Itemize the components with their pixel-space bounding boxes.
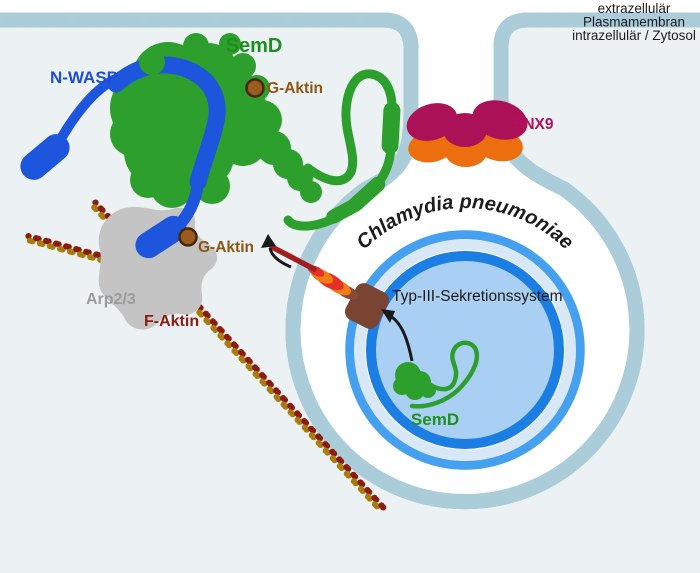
secretion-arrow-head [261,234,276,248]
t3ss-label: Typ-III-Sekretionssystem [392,288,563,305]
g-actin-upper-label: G-Aktin [267,80,323,97]
f-actin-label: F-Aktin [144,313,199,330]
extracellular-label: extrazellulär [598,1,671,16]
bacterium-periplasm [354,239,576,461]
semd-domain-pill-1 [381,102,401,154]
plasma-membrane-label: Plasmamembran [583,15,685,30]
nwasp-vca-pill [135,215,187,259]
transport-arrow-head [381,309,395,323]
transport-arrow-shaft [391,315,414,362]
bacterium-outer-membrane [345,230,585,470]
semd-overlap-lobe [139,49,165,75]
nwasp-label: N-WASP [50,68,118,87]
semd-polypeptide-membrane [283,69,401,231]
semd-top-label: SemD [226,35,283,57]
snx9-complex [406,100,528,167]
t3ss-complex [269,244,390,329]
semd-bacterial-label: SemD [411,410,459,429]
snx9-head-domains [406,100,528,147]
bacterium-inner-membrane [366,251,564,449]
g-actin-monomer-lower [178,227,198,247]
g-actin-lower-label: G-Aktin [198,239,254,256]
nwasp-protein [20,49,226,259]
snx9-label: SNX9 [513,116,554,133]
semd-domain-pill-3 [326,198,362,224]
secretion-arrow [261,234,292,269]
g-actin-monomer-upper [245,78,265,98]
nwasp-domain-pill-left [20,134,70,180]
intracellular-label: intrazellulär / Zytosol [572,28,696,43]
semd-polypeptide-line [283,69,397,231]
t3ss-needle [269,244,317,272]
bacterium-chlamydia [345,230,585,470]
labels-layer: extrazellulär Plasmamembran intrazellulä… [50,1,696,429]
secretion-arrow-shaft [268,247,292,269]
semd-bacterial-tail [409,340,480,409]
arp23-label: Arp2/3 [86,291,136,308]
semd-bacterial [381,309,480,409]
